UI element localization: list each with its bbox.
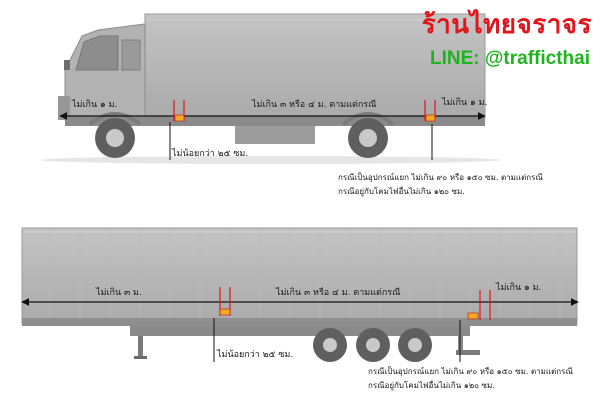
truck-front-gap-label: ไม่เกิน ๑ ม. [72, 100, 118, 110]
trailer-height-note: กรณีเป็นอุปกรณ์แยก ไม่เกิน ๙๐ หรือ ๑๕๐ ซ… [368, 365, 573, 393]
trailer-middle-gap-label: ไม่เกิน ๓ หรือ ๔ ม. ตามแต่กรณี [276, 288, 401, 298]
truck-side-marker-light [174, 114, 185, 122]
truck-illustration [40, 13, 500, 164]
truck-rear-marker-light [425, 114, 436, 122]
line-contact: LINE: @trafficthai [430, 48, 590, 69]
truck-note-line-2: กรณีอยู่กับโคมไฟอื่นไม่เกิน ๑๒๐ ซม. [338, 187, 465, 196]
trailer-dimension-lines [21, 287, 579, 362]
trailer-rear-gap-label: ไม่เกิน ๑ ม. [496, 283, 542, 293]
truck-rear-gap-label: ไม่เกิน ๑ ม. [442, 98, 488, 108]
truck-height-label: ไม่น้อยกว่า ๒๕ ซม. [172, 149, 249, 159]
truck-middle-gap-label: ไม่เกิน ๓ หรือ ๔ ม. ตามแต่กรณี [252, 100, 377, 110]
trailer-height-label: ไม่น้อยกว่า ๒๕ ซม. [217, 350, 294, 360]
shop-name: ร้านไทยจราจร [421, 10, 592, 40]
trailer-rear-marker-light [467, 312, 479, 320]
truck-note-line-1: กรณีเป็นอุปกรณ์แยก ไม่เกิน ๙๐ หรือ ๑๕๐ ซ… [338, 173, 543, 182]
truck-height-note: กรณีเป็นอุปกรณ์แยก ไม่เกิน ๙๐ หรือ ๑๕๐ ซ… [338, 171, 543, 199]
trailer-front-gap-label: ไม่เกิน ๓ ม. [96, 288, 142, 298]
trailer-side-marker-light [219, 308, 231, 316]
truck-dimension-lines [59, 100, 486, 160]
trailer-illustration [21, 227, 578, 362]
trailer-note-line-2: กรณีอยู่กับโคมไฟอื่นไม่เกิน ๑๒๐ ซม. [368, 381, 495, 390]
trailer-note-line-1: กรณีเป็นอุปกรณ์แยก ไม่เกิน ๙๐ หรือ ๑๕๐ ซ… [368, 367, 573, 376]
